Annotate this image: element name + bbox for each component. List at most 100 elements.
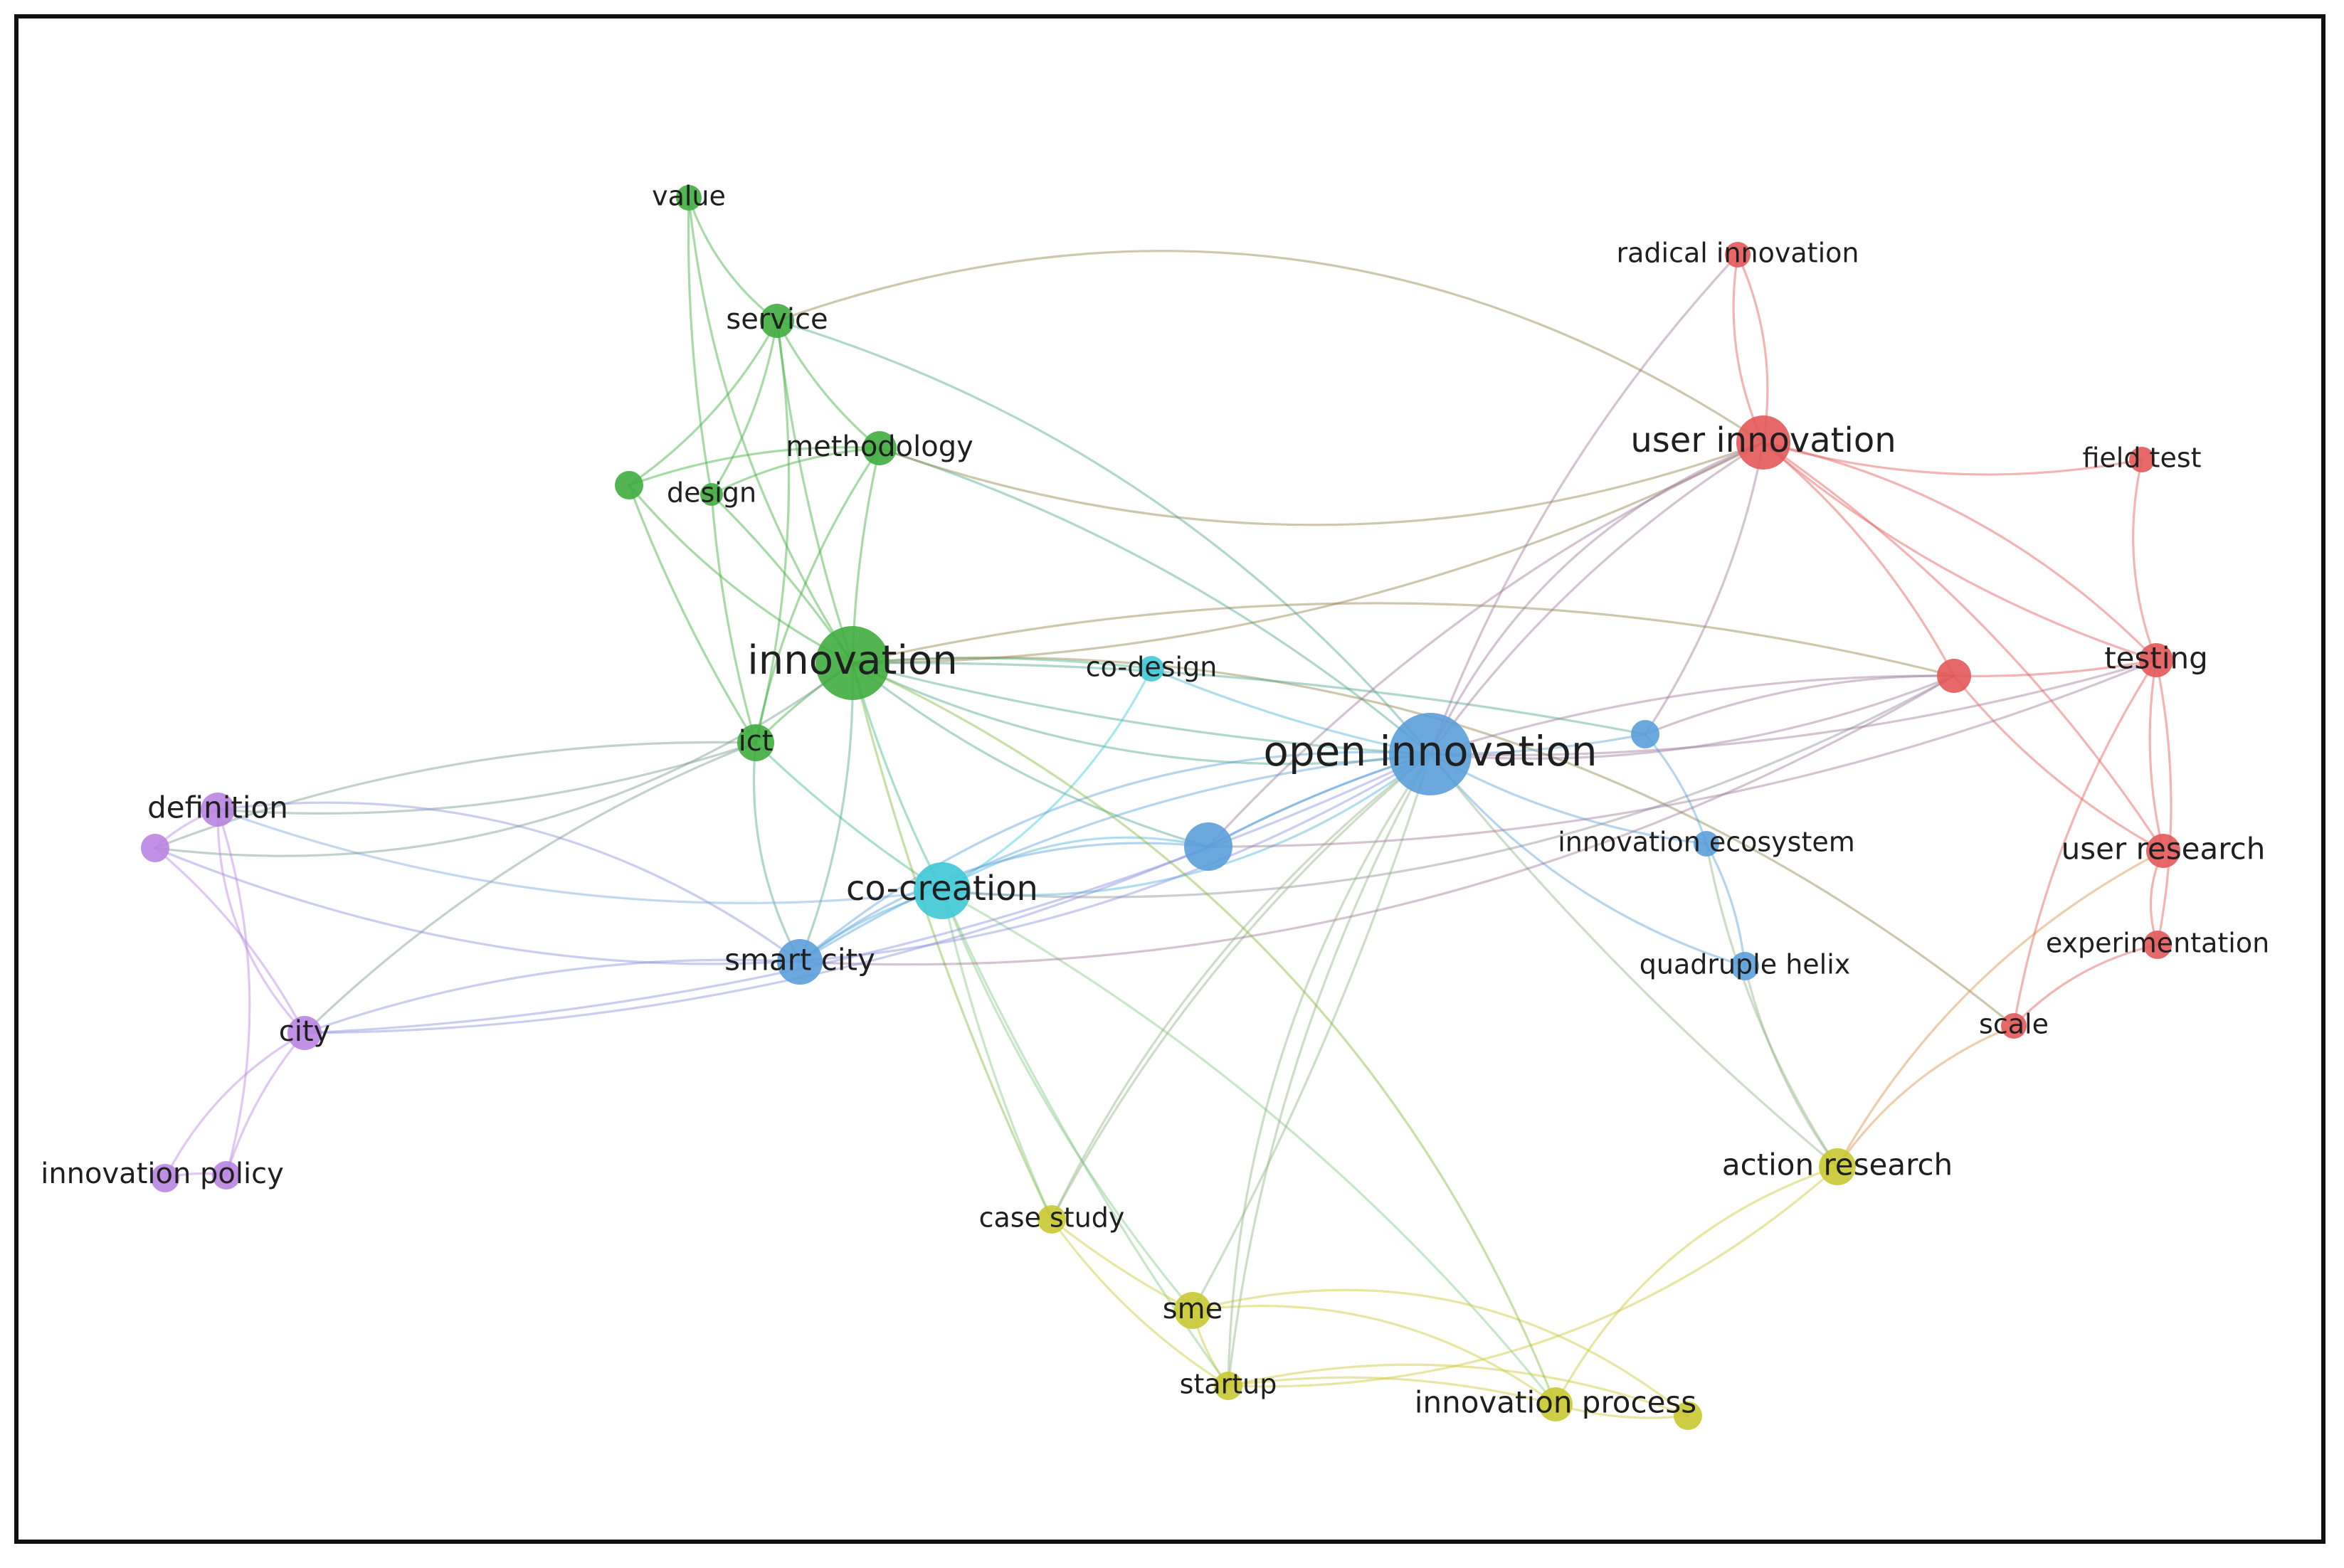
link-ict-smart	[752, 741, 801, 963]
link-b_small-ecos	[1644, 733, 1708, 845]
node-smart-city[interactable]	[777, 939, 823, 985]
link-userinn-testing	[1762, 441, 2158, 662]
link-cocr-sme	[941, 889, 1194, 1312]
link-value-service	[687, 196, 778, 322]
node-design[interactable]	[700, 483, 723, 506]
label-service: service	[726, 303, 828, 336]
link-b_mid-userinn	[1207, 441, 1765, 848]
label-open-innovation: open innovation	[1263, 727, 1597, 775]
link-open-testing	[1429, 659, 2158, 757]
link-method-dot_g	[628, 446, 881, 487]
label-user-innovation: user innovation	[1630, 420, 1896, 460]
link-p_dot-city	[154, 847, 306, 1034]
link-service-method	[776, 319, 881, 450]
node-value[interactable]	[676, 185, 702, 211]
label-user-research: user research	[2061, 832, 2266, 867]
node-scale[interactable]	[2001, 1013, 2027, 1039]
label-experimentation: experimentation	[2046, 928, 2269, 959]
node-b-mid[interactable]	[1184, 822, 1232, 871]
figure-frame	[14, 14, 2325, 1544]
link-dot_g-innov	[628, 484, 854, 664]
label-innovation-ecosystem: innovation ecosystem	[1558, 827, 1855, 858]
node-field-test[interactable]	[2129, 447, 2155, 472]
link-method-design	[710, 447, 881, 496]
link-value-design	[687, 196, 713, 496]
label-methodology: methodology	[786, 430, 973, 463]
link-innov-case	[851, 662, 1053, 1221]
node-co-creation[interactable]	[914, 862, 971, 919]
label-smart-city: smart city	[724, 943, 875, 978]
link-cocr-b_mid	[941, 836, 1210, 892]
label-sme: sme	[1163, 1293, 1223, 1325]
link-open-smart	[798, 753, 1432, 963]
node-sme[interactable]	[1174, 1292, 1211, 1329]
link-open-quad	[1429, 753, 1746, 968]
link-innov-smart	[798, 662, 854, 963]
link-dot_g-ict	[628, 484, 757, 744]
label-innovation: innovation	[747, 637, 958, 684]
link-service-design	[710, 319, 778, 496]
link-open-userinn	[1429, 441, 1765, 756]
label-value: value	[652, 181, 726, 212]
node-b-small[interactable]	[1631, 720, 1659, 748]
link-defin-cocr	[216, 808, 944, 904]
label-city: city	[279, 1015, 330, 1048]
link-city-pol2	[164, 1032, 306, 1180]
node-city[interactable]	[287, 1016, 322, 1050]
node-layer	[141, 185, 2180, 1430]
node-startup[interactable]	[1214, 1372, 1242, 1400]
node-methodology[interactable]	[862, 431, 897, 465]
node-service[interactable]	[760, 304, 794, 338]
node-dot-g[interactable]	[615, 471, 643, 499]
node-innovation-policy[interactable]	[212, 1161, 241, 1190]
link-method-ict	[754, 447, 881, 744]
link-ict-city	[303, 741, 757, 1034]
node-p-dot[interactable]	[141, 834, 169, 862]
link-field-testing	[2132, 458, 2158, 662]
node-quadruple-helix[interactable]	[1731, 952, 1759, 980]
node-innovation-process[interactable]	[1538, 1387, 1573, 1421]
label-innovation-process: innovation process	[1415, 1385, 1696, 1420]
link-innov-scale	[851, 656, 2015, 1027]
node-case-study[interactable]	[1038, 1205, 1066, 1234]
node-action-research[interactable]	[1819, 1148, 1856, 1185]
node-open-innovation[interactable]	[1389, 713, 1472, 795]
node-pol2[interactable]	[151, 1164, 179, 1192]
node-user-innovation[interactable]	[1736, 415, 1790, 470]
label-action-research: action research	[1722, 1148, 1953, 1182]
link-method-userinn	[878, 441, 1765, 526]
link-open-radical	[1429, 253, 1739, 756]
node-radical-innovation[interactable]	[1725, 242, 1751, 267]
node-ict[interactable]	[737, 724, 774, 761]
node-co-design[interactable]	[1139, 656, 1164, 682]
link-service-open	[776, 319, 1432, 756]
link-action-ecos	[1705, 842, 1839, 1168]
label-testing: testing	[2104, 641, 2208, 676]
link-cocr-process	[941, 889, 1557, 1406]
edge-layer	[154, 196, 2173, 1419]
label-quadruple-helix: quadruple helix	[1640, 949, 1851, 980]
node-y-dot[interactable]	[1674, 1402, 1702, 1430]
node-experimentation[interactable]	[2143, 931, 2172, 959]
link-case-startup	[1050, 1218, 1230, 1387]
link-ecos-quad	[1705, 842, 1746, 968]
link-innov-userinn	[851, 441, 1765, 664]
link-cocr-open	[941, 753, 1432, 896]
link-smart-defin	[216, 801, 801, 963]
node-definition[interactable]	[201, 793, 235, 827]
node-user-research[interactable]	[2146, 834, 2180, 868]
link-smart-r_mid	[798, 674, 1955, 966]
link-testing-b_mid	[1207, 659, 2158, 848]
label-ict: ict	[739, 725, 774, 758]
label-definition: definition	[147, 790, 288, 825]
link-cocr-case	[941, 889, 1053, 1221]
link-ures-action	[1836, 849, 2165, 1168]
label-layer: valueservicemethodologydesigninnovationi…	[41, 181, 2269, 1420]
node-innovation[interactable]	[815, 626, 889, 700]
link-innov-open	[851, 662, 1432, 756]
link-r_mid-b_small	[1644, 674, 1955, 736]
node-innovation-ecosystem[interactable]	[1694, 831, 1719, 857]
label-case-study: case study	[979, 1202, 1125, 1234]
node-r-mid[interactable]	[1937, 659, 1971, 693]
node-testing[interactable]	[2139, 643, 2173, 677]
